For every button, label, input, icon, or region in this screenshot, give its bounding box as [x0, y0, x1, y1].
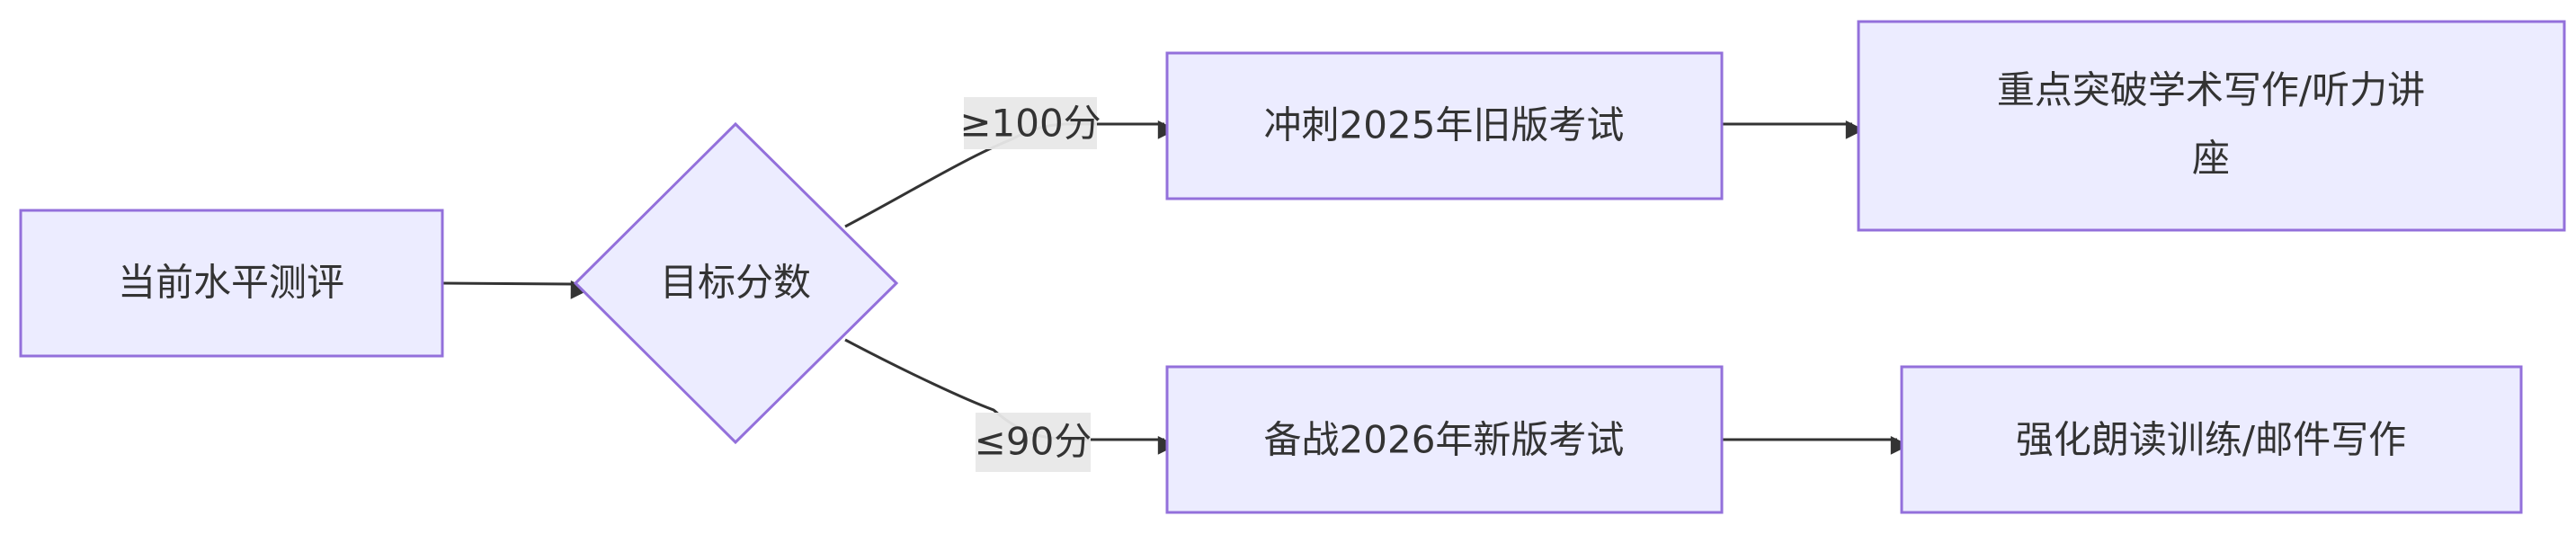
- edge-assessment-to-decision: [441, 280, 590, 299]
- node-academic-label-line2: 座: [2192, 137, 2230, 181]
- edge-label-low-text: ≤90分: [975, 420, 1092, 464]
- edge-label-low: ≤90分: [975, 413, 1092, 472]
- node-reading: 强化朗读训练/邮件写作: [1900, 365, 2523, 514]
- node-old-exam-label: 冲刺2025年旧版考试: [1264, 103, 1625, 147]
- node-assessment: 当前水平测评: [19, 209, 444, 358]
- edge-label-high: ≥100分: [959, 97, 1101, 149]
- node-assessment-label: 当前水平测评: [118, 261, 344, 305]
- node-reading-label: 强化朗读训练/邮件写作: [2016, 418, 2406, 462]
- node-decision-label: 目标分数: [660, 261, 811, 305]
- node-old-exam: 冲刺2025年旧版考试: [1165, 51, 1724, 200]
- edge-label-high-text: ≥100分: [959, 102, 1101, 146]
- node-decision: 目标分数: [573, 121, 899, 445]
- node-academic-label-line1: 重点突破学术写作/听力讲: [1997, 68, 2425, 112]
- node-new-exam: 备战2026年新版考试: [1165, 365, 1724, 514]
- node-academic: 重点突破学术写作/听力讲 座: [1857, 20, 2566, 232]
- node-new-exam-label: 备战2026年新版考试: [1264, 418, 1625, 462]
